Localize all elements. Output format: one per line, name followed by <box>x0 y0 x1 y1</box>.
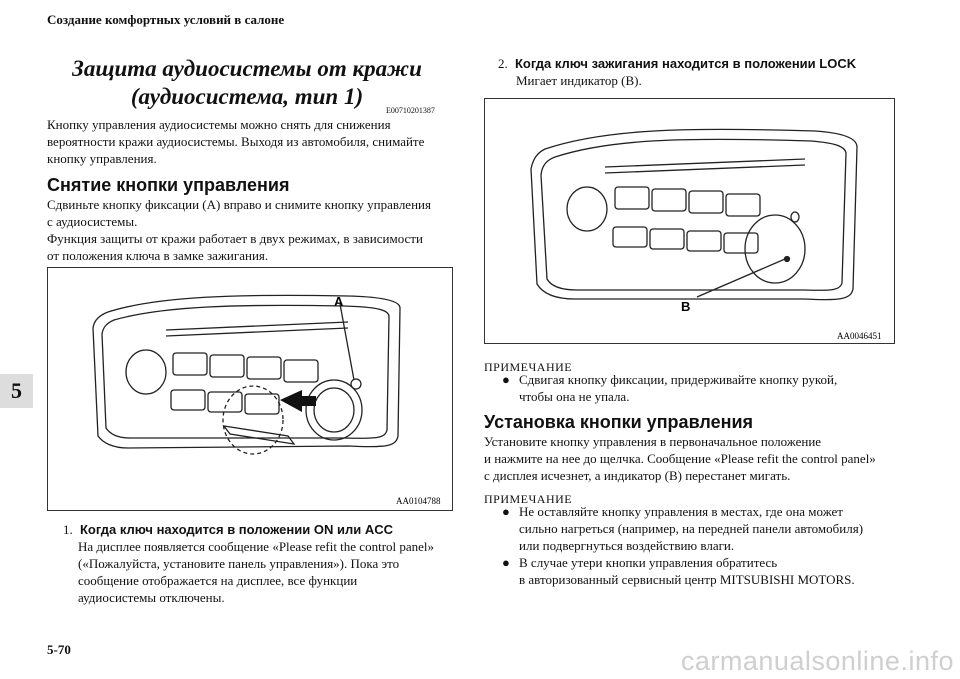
section2-heading: Установка кнопки управления <box>484 412 754 432</box>
section1: Снятие кнопки управления <box>47 175 289 196</box>
step1-title: Когда ключ находится в положении ON или … <box>80 522 393 537</box>
section1-text: Сдвиньте кнопку фиксации (A) вправо и сн… <box>47 196 431 264</box>
step1-number: 1. <box>63 522 73 537</box>
chapter-tab: 5 <box>0 374 33 408</box>
page-number: 5-70 <box>47 642 71 657</box>
bullet-icon: ● <box>502 372 510 387</box>
page-title: Защита аудиосистемы от кражи (аудиосисте… <box>48 55 446 111</box>
intro-text: Кнопку управления аудиосистемы можно сня… <box>47 116 424 167</box>
section2-line: и нажмите на нее до щелчка. Сообщение «P… <box>484 451 876 466</box>
section1-heading: Снятие кнопки управления <box>47 175 290 195</box>
note1-line: Сдвигая кнопку фиксации, придерживайте к… <box>519 372 838 387</box>
doc-code: E00710201387 <box>386 106 435 115</box>
section1-line: Сдвиньте кнопку фиксации (A) вправо и сн… <box>47 197 431 212</box>
note1-bullet: ● Сдвигая кнопку фиксации, придерживайте… <box>502 371 892 405</box>
note2-line: В случае утери кнопки управления обратит… <box>519 555 778 570</box>
section2-text: Установите кнопку управления в первонача… <box>484 433 876 484</box>
section2-line: с дисплея исчезнет, а индикатор (B) пере… <box>484 468 791 483</box>
title-line-2: (аудиосистема, тип 1) <box>130 84 364 109</box>
note2-bullet-1: ● Не оставляйте кнопку управления в мест… <box>502 503 892 554</box>
section2-line: Установите кнопку управления в первонача… <box>484 434 822 449</box>
figure1-label-a: A <box>334 294 344 309</box>
note2-line: сильно нагреться (например, на передней … <box>519 521 864 536</box>
note2-title: ПРИМЕЧАНИЕ <box>484 492 573 506</box>
note2-line: Не оставляйте кнопку управления в местах… <box>519 504 843 519</box>
section1-line: Функция защиты от кражи работает в двух … <box>47 231 423 246</box>
step2-title: Когда ключ зажигания находится в положен… <box>515 56 857 71</box>
intro-line: кнопку управления. <box>47 151 157 166</box>
figure2-label-b: B <box>681 299 690 314</box>
figure-remove-panel: A AA0104788 <box>47 267 453 511</box>
step1-line: («Пожалуйста, установите панель управлен… <box>78 556 400 571</box>
step2-text: Мигает индикатор (B). <box>516 73 642 88</box>
bullet-icon: ● <box>502 504 510 519</box>
step1: 1. Когда ключ находится в положении ON и… <box>63 521 393 538</box>
step1-line: аудиосистемы отключены. <box>78 590 225 605</box>
step2-number: 2. <box>498 56 508 71</box>
section2: Установка кнопки управления <box>484 412 753 433</box>
section1-line: с аудиосистемы. <box>47 214 138 229</box>
radio-illustration-1: A AA0104788 <box>92 294 441 506</box>
note1-title: ПРИМЕЧАНИЕ <box>484 360 573 374</box>
note2-bullet-2: ● В случае утери кнопки управления обрат… <box>502 554 892 588</box>
note1-line: чтобы она не упала. <box>519 389 630 404</box>
step1-text: На дисплее появляется сообщение «Please … <box>78 538 434 606</box>
intro-line: вероятности кражи аудиосистемы. Выходя и… <box>47 134 425 149</box>
title-line-1: Защита аудиосистемы от кражи <box>72 56 422 81</box>
figure2-code: AA0046451 <box>837 331 882 341</box>
intro-line: Кнопку управления аудиосистемы можно сня… <box>47 117 391 132</box>
step1-line: сообщение отображается на дисплее, все ф… <box>78 573 358 588</box>
note2-line: в авторизованный сервисный центр MITSUBI… <box>519 572 855 587</box>
bullet-icon: ● <box>502 555 510 570</box>
watermark: carmanualsonline.info <box>680 646 954 676</box>
radio-illustration-2: B AA0046451 <box>530 128 882 341</box>
note2-line: или подвергнуться воздействию влаги. <box>519 538 735 553</box>
running-header: Создание комфортных условий в салоне <box>47 12 285 27</box>
section1-line: от положения ключа в замке зажигания. <box>47 248 269 263</box>
step1-line: На дисплее появляется сообщение «Please … <box>78 539 435 554</box>
step2: 2. Когда ключ зажигания находится в поло… <box>498 55 856 72</box>
figure1-code: AA0104788 <box>396 496 441 506</box>
figure-indicator: B AA0046451 <box>484 98 895 344</box>
